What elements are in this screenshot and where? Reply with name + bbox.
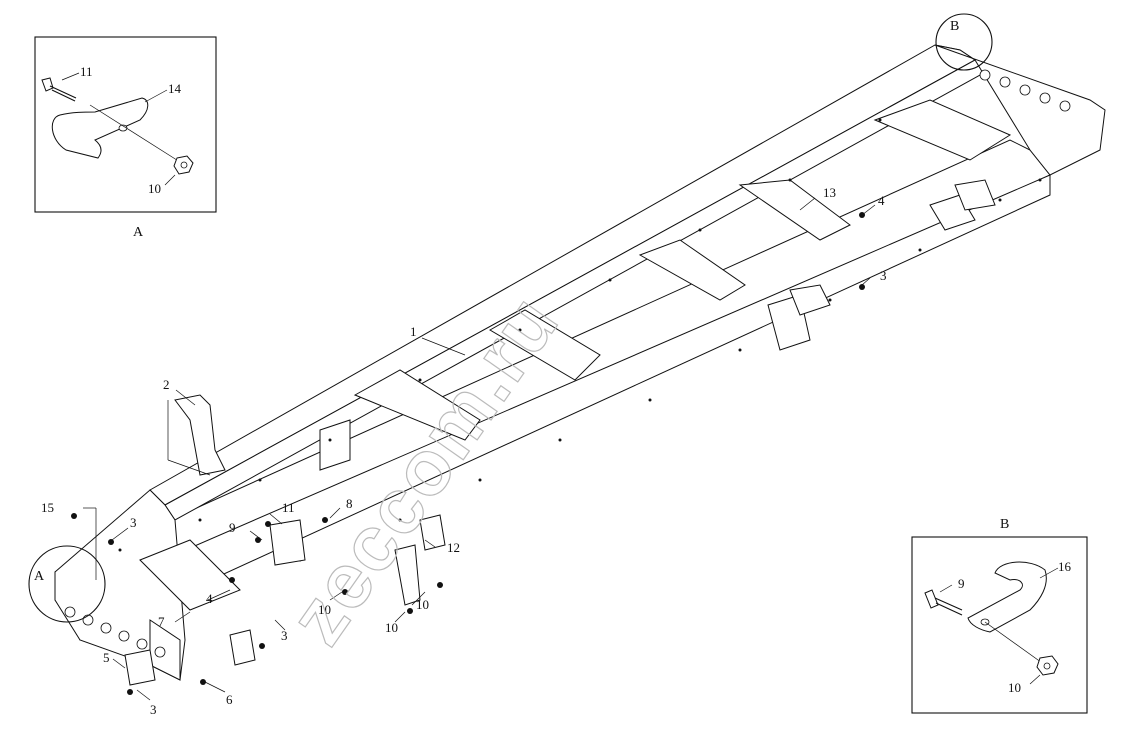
crossmember-5 — [873, 99, 1012, 161]
detail-a-callout-11: 11 — [80, 64, 93, 79]
detail-b-caption: B — [1000, 517, 1009, 532]
detail-a-callout-14: 14 — [168, 81, 182, 96]
callout-10-c: 10 — [385, 620, 398, 635]
callout-4-front: 4 — [206, 591, 213, 606]
callout-3-front: 3 — [130, 515, 137, 530]
detail-b-callout-16: 16 — [1058, 559, 1072, 574]
callout-4-rear: 4 — [878, 193, 885, 208]
callout-15: 15 — [41, 500, 54, 515]
callout-10-b: 10 — [416, 597, 429, 612]
callout-leaders — [83, 197, 876, 701]
callout-11: 11 — [282, 500, 295, 515]
callout-7: 7 — [158, 614, 165, 629]
bracket-2 — [174, 394, 226, 476]
crossmember-3 — [638, 239, 746, 301]
bracket-front-3 — [229, 629, 256, 666]
tow-hook-16 — [967, 561, 1047, 633]
detail-a-panel: 11 14 10 A — [34, 36, 217, 240]
bolt-11 — [41, 77, 77, 102]
detail-circle-b-label: B — [950, 19, 959, 34]
callout-2: 2 — [163, 377, 170, 392]
detail-a-frame — [34, 36, 217, 213]
bracket-9 — [269, 519, 306, 566]
detail-b-panel: B 9 16 10 — [911, 517, 1088, 714]
callout-13: 13 — [823, 185, 836, 200]
callout-9: 9 — [229, 520, 236, 535]
detail-b-callout-9: 9 — [958, 576, 965, 591]
callout-3-rear: 3 — [880, 268, 887, 283]
crossmember-front-2 — [319, 419, 351, 471]
crossmember-2 — [489, 309, 601, 381]
crossmember-front — [139, 539, 241, 611]
detail-circle-a-label: A — [34, 569, 45, 584]
bracket-5 — [124, 649, 156, 686]
callout-6: 6 — [226, 692, 233, 707]
detail-b-frame — [911, 536, 1088, 714]
bolt-9 — [924, 589, 963, 616]
tow-hook-14 — [51, 97, 149, 159]
detail-circle-b — [935, 13, 993, 71]
callout-5: 5 — [103, 650, 110, 665]
fasteners — [71, 212, 865, 695]
detail-a-caption: A — [133, 225, 144, 240]
crossmember-4 — [738, 179, 851, 241]
detail-a-callout-10: 10 — [148, 181, 161, 196]
rail-holes — [64, 69, 1071, 658]
bracket-12 — [394, 544, 421, 606]
callout-10-a: 10 — [318, 602, 331, 617]
spring-hanger-mid-b — [789, 284, 831, 316]
callout-8: 8 — [346, 496, 353, 511]
callout-3-bottom: 3 — [150, 702, 157, 717]
detail-circle-a — [28, 545, 106, 623]
spring-hanger-rear-b — [954, 179, 996, 211]
crossmember-1 — [353, 369, 481, 441]
callout-labels: 1 2 3 3 3 3 4 4 5 6 7 8 9 10 10 10 11 12… — [41, 185, 887, 717]
callout-12: 12 — [447, 540, 460, 555]
chassis-frame — [54, 44, 1106, 686]
callout-1: 1 — [410, 324, 417, 339]
rear-end-crossmember — [934, 44, 1106, 176]
detail-b-callout-10: 10 — [1008, 680, 1021, 695]
callout-3-mid: 3 — [281, 628, 288, 643]
